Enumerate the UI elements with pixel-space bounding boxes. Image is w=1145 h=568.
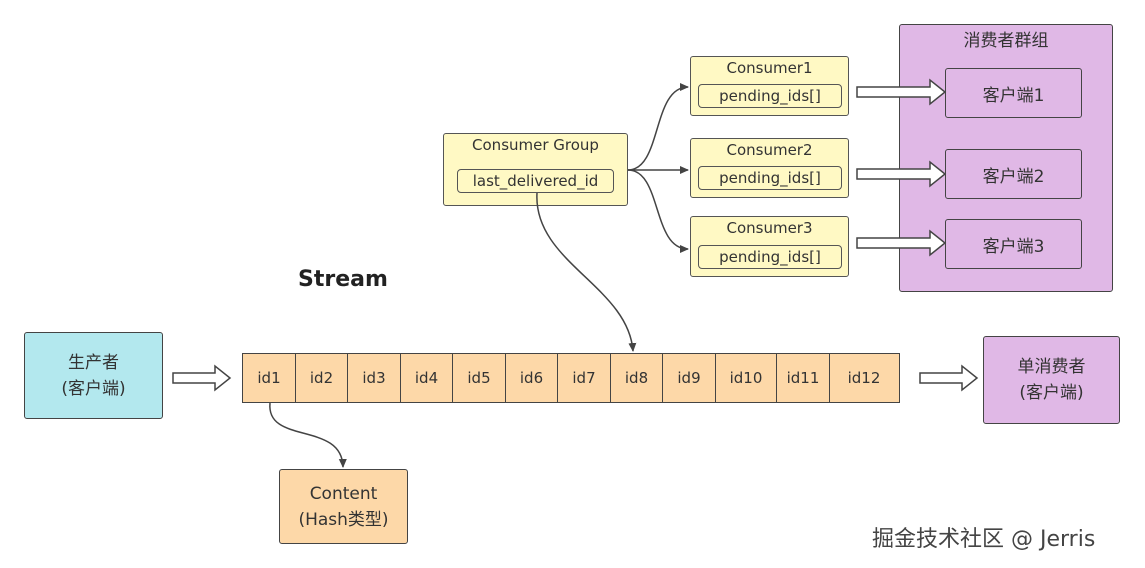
stream-id-11: id11	[776, 353, 830, 403]
stream-id-12: id12	[828, 353, 900, 403]
consumer-1-pending-ids: pending_ids[]	[698, 84, 842, 108]
last-delivered-id-field: last_delivered_id	[457, 169, 614, 193]
block-arrow-consumer1-to-client1	[856, 78, 947, 106]
client-2: 客户端2	[945, 149, 1082, 199]
stream-id-9: id9	[662, 353, 716, 403]
block-arrow-consumer2-to-client2	[856, 160, 947, 188]
block-arrow-producer-to-stream	[172, 364, 232, 392]
stream-id-10: id10	[714, 353, 778, 403]
stream-row: id1 id2 id3 id4 id5 id6 id7 id8 id9 id10…	[242, 353, 900, 403]
client-3: 客户端3	[945, 219, 1082, 269]
single-consumer-sublabel: (客户端)	[1019, 383, 1084, 403]
consumer-3-title: Consumer3	[726, 219, 813, 237]
block-arrow-consumer3-to-client3	[856, 229, 947, 257]
single-consumer-label: 单消费者	[1017, 357, 1086, 377]
stream-id-1: id1	[242, 353, 296, 403]
content-sublabel: (Hash类型)	[298, 509, 389, 530]
edge-last-delivered-to-id8	[536, 192, 637, 352]
edge-group-to-consumer3	[627, 169, 689, 253]
stream-title: Stream	[298, 266, 388, 292]
block-arrow-stream-to-single-consumer	[919, 364, 979, 392]
content-box: Content (Hash类型)	[279, 469, 408, 544]
watermark: 掘金技术社区 @ Jerris	[872, 527, 1096, 552]
edge-id1-to-content	[269, 402, 347, 468]
consumer-2-title: Consumer2	[726, 141, 813, 159]
stream-id-4: id4	[399, 353, 454, 403]
content-label: Content	[309, 483, 378, 504]
stream-id-2: id2	[294, 353, 349, 403]
edge-group-to-consumer1	[627, 83, 689, 171]
producer-sublabel: (客户端)	[61, 378, 126, 399]
consumer-group-title: Consumer Group	[472, 136, 599, 154]
consumer-3-pending-ids: pending_ids[]	[698, 245, 842, 269]
consumer-group-box-title: 消费者群组	[963, 30, 1049, 51]
stream-id-6: id6	[504, 353, 559, 403]
stream-id-5: id5	[452, 353, 506, 403]
consumer-1-title: Consumer1	[726, 59, 813, 77]
producer-box: 生产者 (客户端)	[24, 332, 163, 419]
stream-id-7: id7	[557, 353, 611, 403]
consumer-2-pending-ids: pending_ids[]	[698, 166, 842, 190]
client-1: 客户端1	[945, 68, 1082, 118]
single-consumer-box: 单消费者 (客户端)	[983, 336, 1120, 424]
producer-label: 生产者	[68, 352, 119, 373]
stream-id-8: id8	[609, 353, 664, 403]
